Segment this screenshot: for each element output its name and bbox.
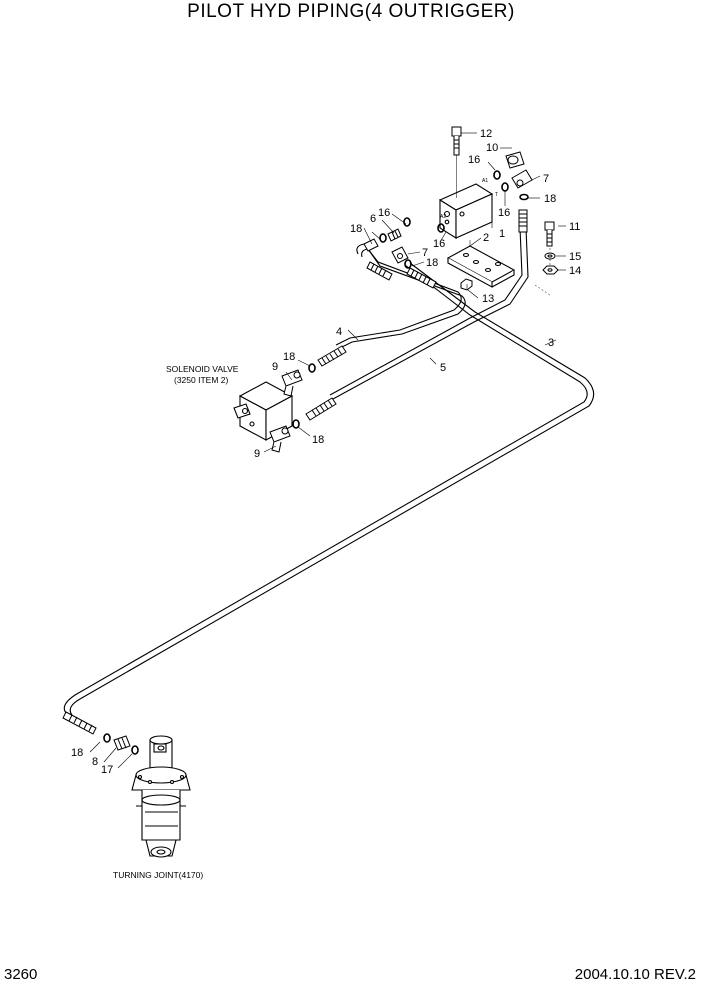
elbow-fitting-7-upper — [511, 169, 533, 189]
turning-joint — [131, 735, 191, 858]
callout-9: 9 — [254, 448, 260, 460]
leader-lines — [89, 132, 566, 769]
page-number: 3260 — [4, 966, 38, 983]
callout-9: 9 — [272, 361, 278, 373]
callout-14: 14 — [569, 265, 581, 277]
o-rings-solenoid — [292, 363, 316, 429]
nut-13 — [460, 278, 473, 291]
svg-text:T: T — [495, 192, 498, 198]
solenoid-valve-caption: SOLENOID VALVE — [166, 364, 239, 374]
hose-3 — [63, 262, 595, 716]
callout-12: 12 — [480, 128, 492, 140]
hose-4 — [335, 243, 466, 350]
captions: SOLENOID VALVE (3250 ITEM 2) TURNING JOI… — [113, 364, 239, 880]
adapter-6 — [387, 228, 402, 242]
bracket-2 — [446, 240, 516, 288]
callout-16: 16 — [498, 207, 510, 219]
solenoid-valve-ref-caption: (3250 ITEM 2) — [174, 375, 228, 385]
callout-4: 4 — [336, 326, 342, 338]
callout-18: 18 — [350, 223, 362, 235]
o-rings-joint — [103, 733, 139, 755]
callout-8: 8 — [92, 756, 98, 768]
hose-5 — [329, 227, 529, 400]
washer-15 — [544, 252, 556, 260]
callout-6: 6 — [370, 213, 376, 225]
callout-7: 7 — [422, 247, 428, 259]
callout-5: 5 — [440, 362, 446, 374]
callout-18: 18 — [426, 257, 438, 269]
callout-15: 15 — [569, 251, 581, 263]
callout-numbers: 12 10 16 7 18 16 6 16 18 1 2 11 15 14 7 … — [71, 128, 581, 776]
turning-joint-caption: TURNING JOINT(4170) — [113, 870, 203, 880]
callout-11: 11 — [569, 221, 580, 233]
callout-18: 18 — [312, 434, 324, 446]
elbow-fitting-7-middle — [391, 246, 409, 264]
callout-7: 7 — [543, 173, 549, 185]
callout-1: 1 — [499, 228, 505, 240]
callout-2: 2 — [483, 232, 489, 244]
callout-18: 18 — [283, 351, 295, 363]
svg-text:A1: A1 — [482, 178, 488, 184]
svg-text:A2: A2 — [440, 214, 446, 220]
callout-16: 16 — [468, 154, 480, 166]
callout-17: 17 — [101, 764, 113, 776]
revision-date: 2004.10.10 REV.2 — [574, 966, 696, 983]
fitting-9-upper — [281, 369, 303, 397]
callout-3: 3 — [548, 337, 554, 349]
callout-18: 18 — [544, 193, 556, 205]
valve-block-1: A1 T A2 — [438, 178, 498, 239]
elbow-fitting-10 — [505, 151, 525, 169]
nut-14 — [542, 265, 559, 275]
callout-18: 18 — [71, 747, 83, 759]
callout-16: 16 — [433, 238, 445, 250]
adapter-8 — [113, 735, 131, 751]
bolt-12 — [451, 126, 462, 198]
hose-fittings — [62, 209, 528, 735]
bolt-11 — [544, 221, 555, 247]
callout-13: 13 — [482, 293, 494, 305]
callout-16: 16 — [378, 207, 390, 219]
o-rings-upper — [379, 170, 529, 269]
fitting-9-lower — [269, 425, 291, 453]
page-title: PILOT HYD PIPING(4 OUTRIGGER) — [187, 1, 515, 22]
callout-10: 10 — [486, 142, 498, 154]
